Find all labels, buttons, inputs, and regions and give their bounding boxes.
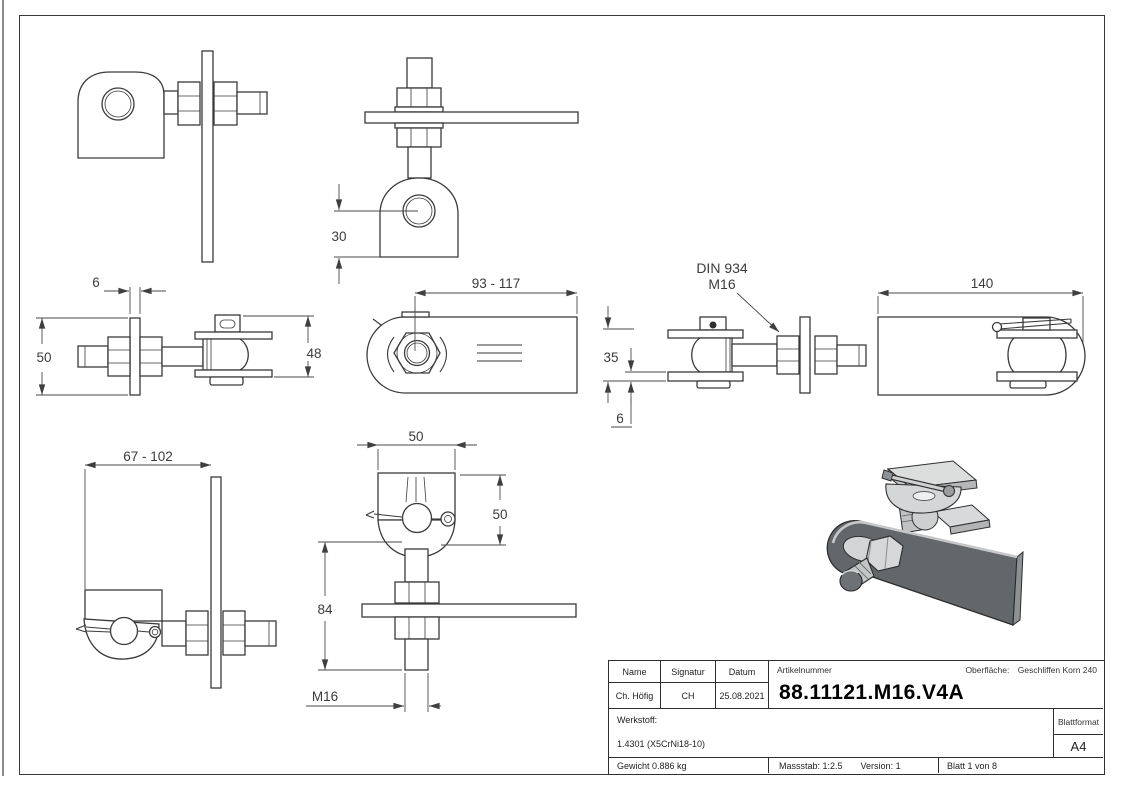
dim-30-label: 30 [331, 229, 346, 244]
view-front-bottom-middle [361, 472, 577, 671]
dim-50-height-label: 50 [492, 507, 507, 522]
dimension-6-left: 6 [92, 275, 166, 314]
blatt-cell: Blatt 1 von 8 [947, 760, 998, 771]
oberflaeche-value: Geschliffen Korn 240 [1017, 665, 1097, 675]
massstab-cell: Massstab: 1:2.5 Version: 1 [769, 758, 939, 773]
dim-50-left-label: 50 [36, 350, 51, 365]
werkstoff-value: 1.4301 (X5CrNi18-10) [617, 739, 706, 749]
view-side-bottom-left [75, 476, 277, 689]
dimension-67-102: 67 - 102 [84, 449, 212, 589]
dim-6-right-label: 6 [616, 411, 624, 426]
view-bar-side-right [877, 316, 1086, 396]
dim-6-left-label: 6 [92, 275, 100, 290]
view-front-top-middle [364, 57, 579, 258]
artikelnummer-value: 88.11121.M16.V4A [779, 681, 965, 704]
dimension-30: 30 [331, 184, 418, 284]
dimension-6-right: 6 [611, 348, 666, 428]
title-block: Name Signatur Datum Artikelnummer Oberfl… [608, 660, 1105, 775]
dim-48-label: 48 [306, 346, 321, 361]
header-datum: Datum [716, 661, 769, 683]
dimension-m16: M16 [306, 673, 441, 712]
dim-50-width-label: 50 [408, 429, 423, 444]
version-value: Version: 1 [860, 760, 901, 771]
dimension-140: 140 [877, 276, 1084, 344]
oberflaeche-text: Oberfläche: Geschliffen Korn 240 [965, 665, 1097, 675]
oberflaeche-label: Oberfläche: [965, 665, 1010, 675]
view-isometric-3d [826, 460, 1024, 627]
view-top-middle-center [366, 311, 578, 394]
din934-label: DIN 934 [696, 260, 748, 276]
view-side-middle-right [667, 316, 867, 394]
din-m16-label: M16 [708, 276, 735, 292]
dimension-35: 35 [603, 306, 666, 403]
sheet-border-frame [19, 15, 1105, 775]
dimension-48: 48 [243, 315, 322, 378]
dim-93-117-label: 93 - 117 [472, 276, 521, 291]
dimension-93-117: 93 - 117 [414, 276, 578, 351]
value-datum: 25.08.2021 [716, 683, 769, 709]
note-din934-m16: DIN 934 M16 [696, 260, 780, 333]
value-name: Ch. Höfig [609, 683, 661, 709]
view-side-top-left [77, 50, 268, 263]
blattformat-label: Blattformat [1054, 709, 1103, 735]
dimension-84: 84 [317, 541, 402, 671]
dimension-50-left: 50 [36, 317, 128, 396]
dim-84-label: 84 [317, 602, 333, 617]
werkstoff-label: Werkstoff: [617, 715, 658, 725]
dimension-50-height: 50 [441, 474, 508, 546]
view-side-middle-left [77, 314, 273, 396]
massstab-value: Massstab: 1:2.5 [779, 760, 843, 771]
dim-m16-label: M16 [312, 689, 338, 704]
header-signatur: Signatur [661, 661, 716, 683]
artikelnummer-cell: Artikelnummer Oberfläche: Geschliffen Ko… [769, 661, 1103, 709]
dim-67-102-label: 67 - 102 [123, 449, 173, 464]
dim-140-label: 140 [971, 276, 994, 291]
value-signatur: CH [661, 683, 716, 709]
gewicht-cell: Gewicht 0.886 kg [609, 758, 769, 773]
header-name: Name [609, 661, 661, 683]
dimension-50-width: 50 [357, 429, 477, 470]
window-edge-line [2, 0, 4, 776]
artikelnummer-label: Artikelnummer [777, 665, 832, 675]
blattformat-value: A4 [1054, 735, 1103, 758]
werkstoff-cell: Werkstoff: 1.4301 (X5CrNi18-10) [609, 709, 1054, 758]
dim-35-label: 35 [603, 350, 618, 365]
